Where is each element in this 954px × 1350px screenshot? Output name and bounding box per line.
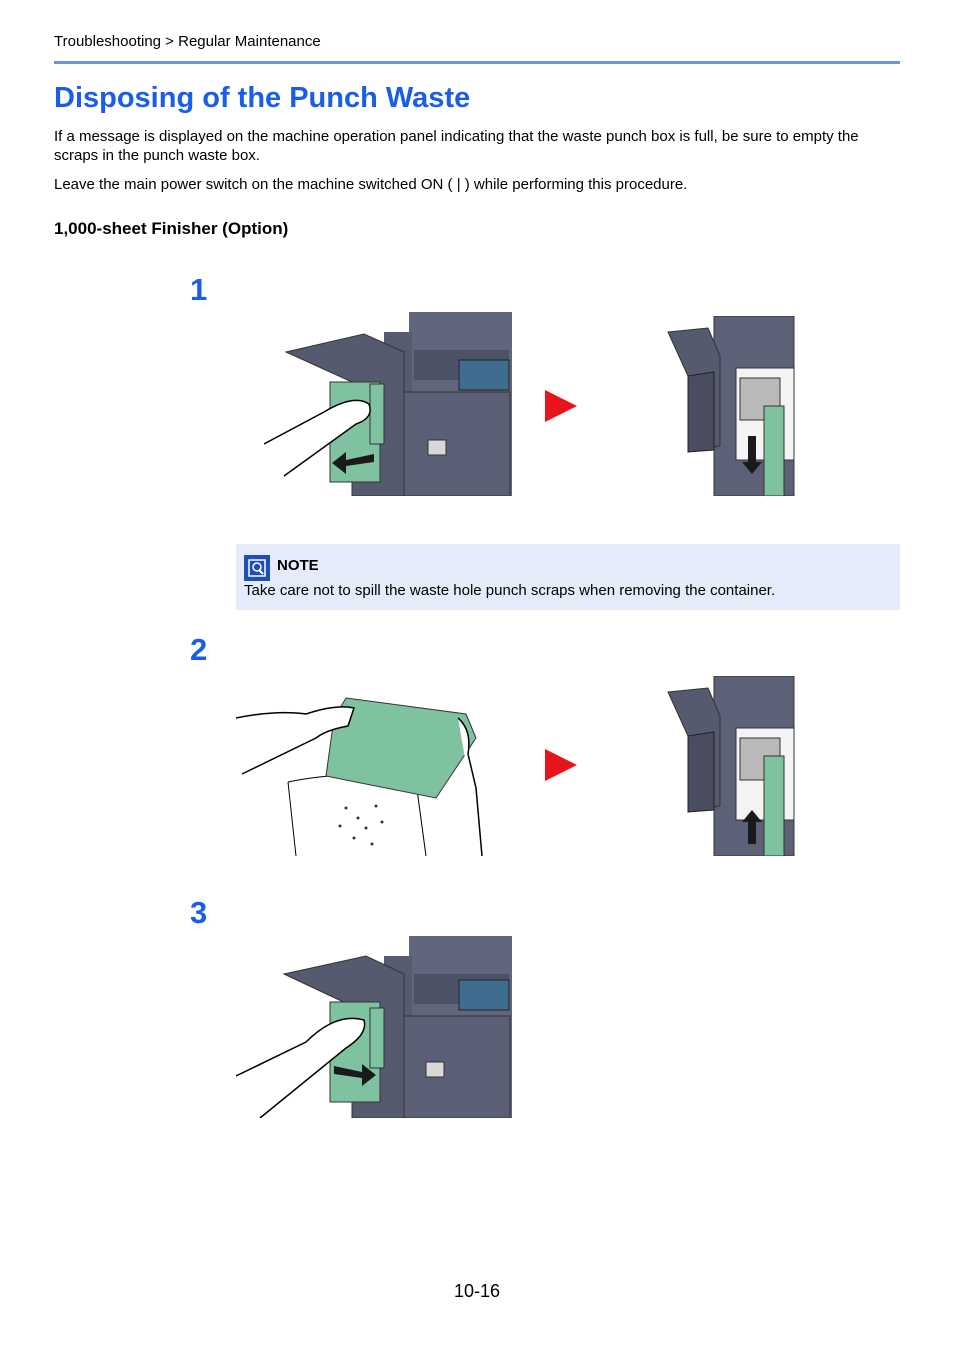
breadcrumb: Troubleshooting > Regular Maintenance: [54, 33, 321, 50]
note-label: NOTE: [277, 557, 319, 574]
red-arrow-right-icon: [545, 390, 577, 422]
figure-close-finisher-cover: [236, 936, 512, 1118]
step-number-2: 2: [190, 632, 208, 667]
red-arrow-right-icon: [545, 749, 577, 781]
figure-insert-punch-box: [667, 676, 795, 856]
note-box: [236, 544, 900, 610]
note-text: Take care not to spill the waste hole pu…: [244, 582, 776, 599]
step-number-1: 1: [190, 272, 208, 307]
page-title: Disposing of the Punch Waste: [54, 82, 471, 114]
figure-empty-punch-scraps: [236, 697, 483, 856]
figure-pull-out-punch-box: [667, 316, 795, 496]
intro-paragraph-2: Leave the main power switch on the machi…: [54, 176, 688, 193]
header-rule: [54, 61, 900, 64]
section-heading: 1,000-sheet Finisher (Option): [54, 219, 289, 238]
note-icon: [244, 555, 270, 581]
page-number: 10-16: [453, 1281, 501, 1301]
figure-open-finisher-cover: [264, 312, 512, 496]
step-number-3: 3: [190, 895, 208, 930]
intro-paragraph-1: If a message is displayed on the machine…: [54, 128, 859, 164]
